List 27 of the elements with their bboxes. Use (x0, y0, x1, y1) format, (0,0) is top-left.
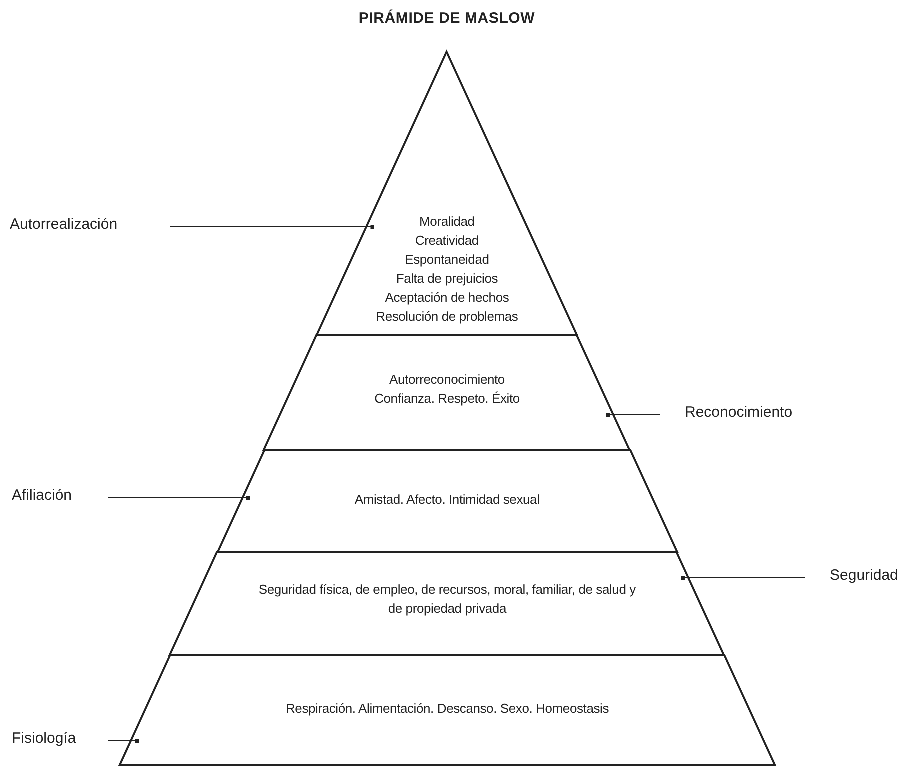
tier-text: Creatividad (415, 232, 479, 250)
tier-text: Respiración. Alimentación. Descanso. Sexo. Homeostasis (286, 700, 610, 718)
level-label: Seguridad (830, 567, 898, 584)
tier-text: Amistad. Afecto. Intimidad sexual (354, 491, 540, 509)
leader-line (170, 225, 375, 229)
leader-line (606, 413, 660, 417)
pyramid-tier (317, 52, 578, 335)
level-label: Afiliación (12, 487, 72, 504)
pyramid-tier (218, 450, 677, 552)
diagram-title: PIRÁMIDE DE MASLOW (358, 10, 536, 27)
leader-line (108, 739, 139, 743)
pyramid-tier (170, 552, 724, 655)
tier-text: Autorreconocimiento (390, 371, 505, 389)
tier-text: Seguridad física, de empleo, de recursos, moral, familiar, de salud y de propiedad privada (258, 581, 637, 618)
level-label: Autorrealización (10, 216, 118, 233)
tier-text: Falta de prejuicios (396, 270, 498, 288)
leader-line (108, 496, 250, 500)
tier-text: Resolución de problemas (376, 308, 518, 326)
level-label: Fisiología (12, 730, 76, 747)
level-label: Reconocimiento (685, 404, 793, 421)
pyramid-tier (264, 335, 630, 450)
pyramid-tier (120, 655, 775, 765)
tier-text: Espontaneidad (405, 251, 490, 269)
tier-text: Aceptación de hechos (385, 289, 510, 307)
leader-line (680, 576, 806, 580)
tier-text: Moralidad (420, 213, 475, 231)
tier-text: Confianza. Respeto. Éxito (374, 390, 520, 408)
